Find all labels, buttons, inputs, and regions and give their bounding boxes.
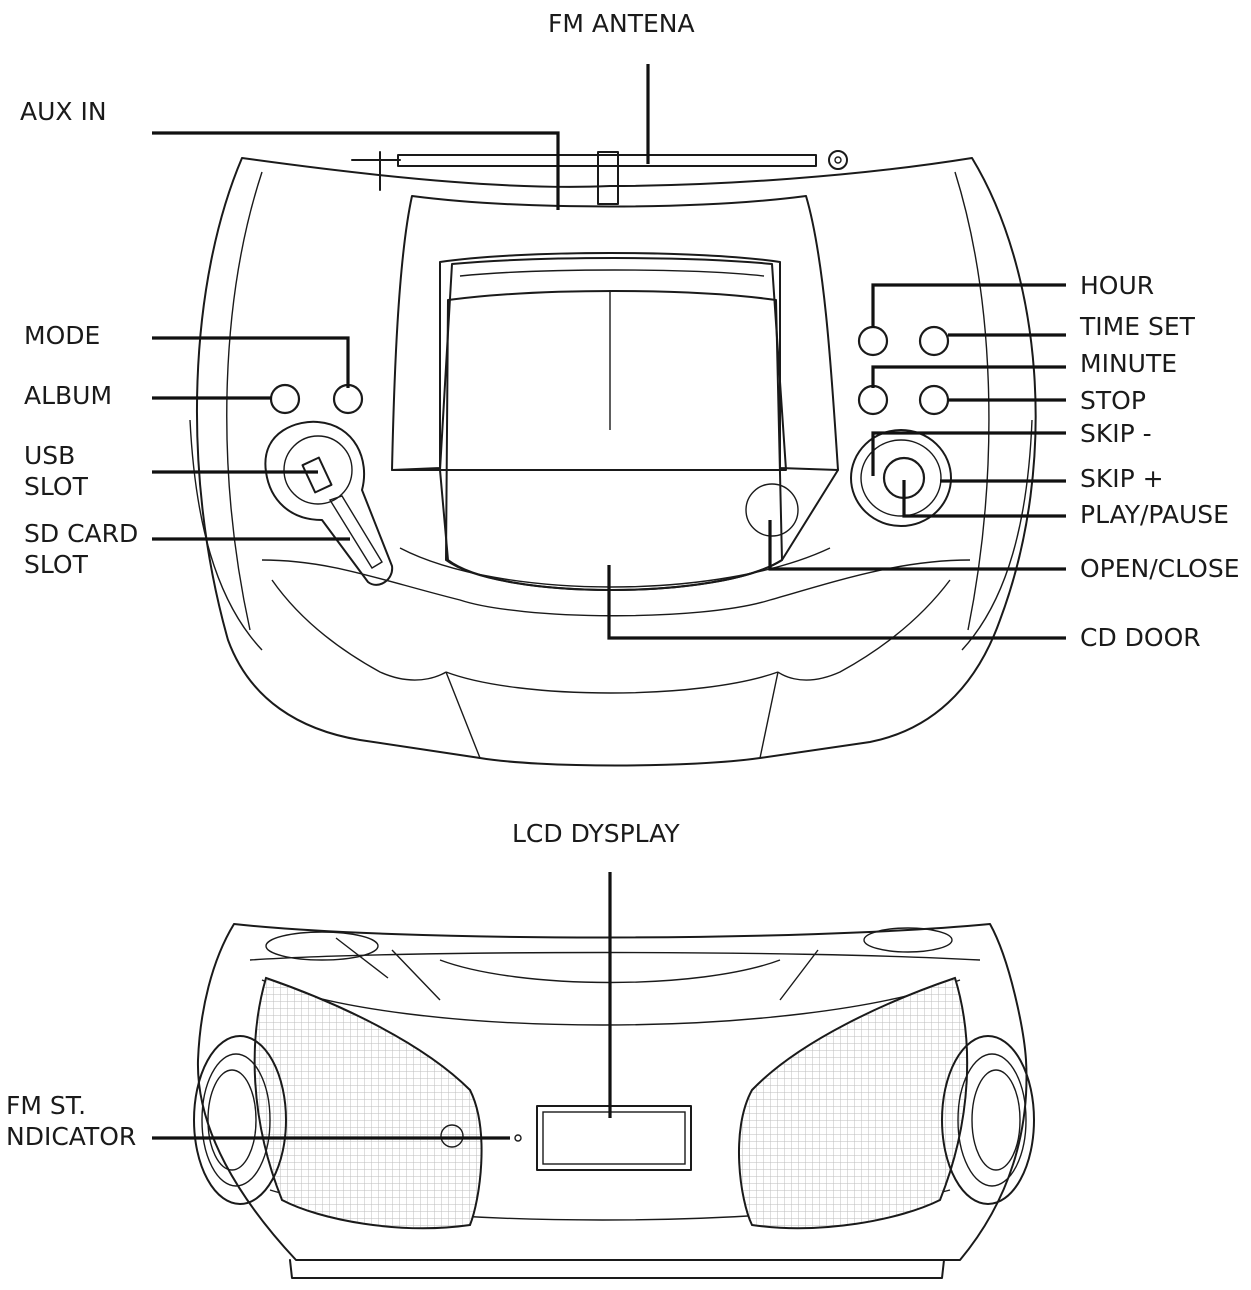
usb-slot[interactable] xyxy=(301,456,333,494)
skip-minus-label: SKIP - xyxy=(1080,419,1152,448)
body-outline xyxy=(195,157,1037,767)
left-speaker-grille xyxy=(253,976,483,1230)
top-deck xyxy=(391,195,839,471)
time-set-button[interactable] xyxy=(918,325,950,357)
play-pause-label: PLAY/PAUSE xyxy=(1080,500,1229,529)
minute-button[interactable] xyxy=(857,384,889,416)
album-label: ALBUM xyxy=(24,381,113,410)
hour-button[interactable] xyxy=(857,325,889,357)
minute-label: MINUTE xyxy=(1080,349,1178,378)
front-body-outline xyxy=(196,923,1028,1261)
skip-plus-label: SKIP + xyxy=(1080,464,1164,493)
open-close-label: OPEN/CLOSE xyxy=(1080,554,1240,583)
sd-card-slot-label: SD CARD SLOT xyxy=(24,519,139,579)
fm-antena-label: FM ANTENA xyxy=(548,9,695,38)
hour-label: HOUR xyxy=(1080,271,1155,300)
fm-stereo-indicator-light xyxy=(514,1134,522,1142)
album-button[interactable] xyxy=(269,383,301,415)
front-view xyxy=(193,923,1035,1279)
stop-button[interactable] xyxy=(918,384,950,416)
open-close-button[interactable] xyxy=(745,483,799,537)
front-leaders xyxy=(152,872,612,1140)
stop-label: STOP xyxy=(1080,386,1146,415)
usb-slot-label: USB SLOT xyxy=(24,441,88,501)
time-set-label: TIME SET xyxy=(1080,312,1195,341)
cd-door-label: CD DOOR xyxy=(1080,623,1201,652)
fm-st-indicator-label: FM ST. NDICATOR xyxy=(6,1091,137,1151)
right-speaker-ring xyxy=(941,1035,1035,1205)
top-leaders xyxy=(152,64,1066,640)
skip-play-control xyxy=(850,429,952,527)
mode-button[interactable] xyxy=(332,383,364,415)
usb-sd-slot-housing xyxy=(264,420,394,586)
sd-card-slot[interactable] xyxy=(328,495,383,569)
aux-in-label: AUX IN xyxy=(20,97,107,126)
lcd-dysplay-label: LCD DYSPLAY xyxy=(512,819,680,848)
antenna xyxy=(351,150,848,205)
left-speaker-ring xyxy=(193,1035,287,1205)
mode-label: MODE xyxy=(24,321,101,350)
top-view xyxy=(189,150,1037,767)
right-speaker-grille xyxy=(738,976,969,1230)
cd-door xyxy=(439,257,787,591)
lcd-display xyxy=(536,1105,692,1171)
